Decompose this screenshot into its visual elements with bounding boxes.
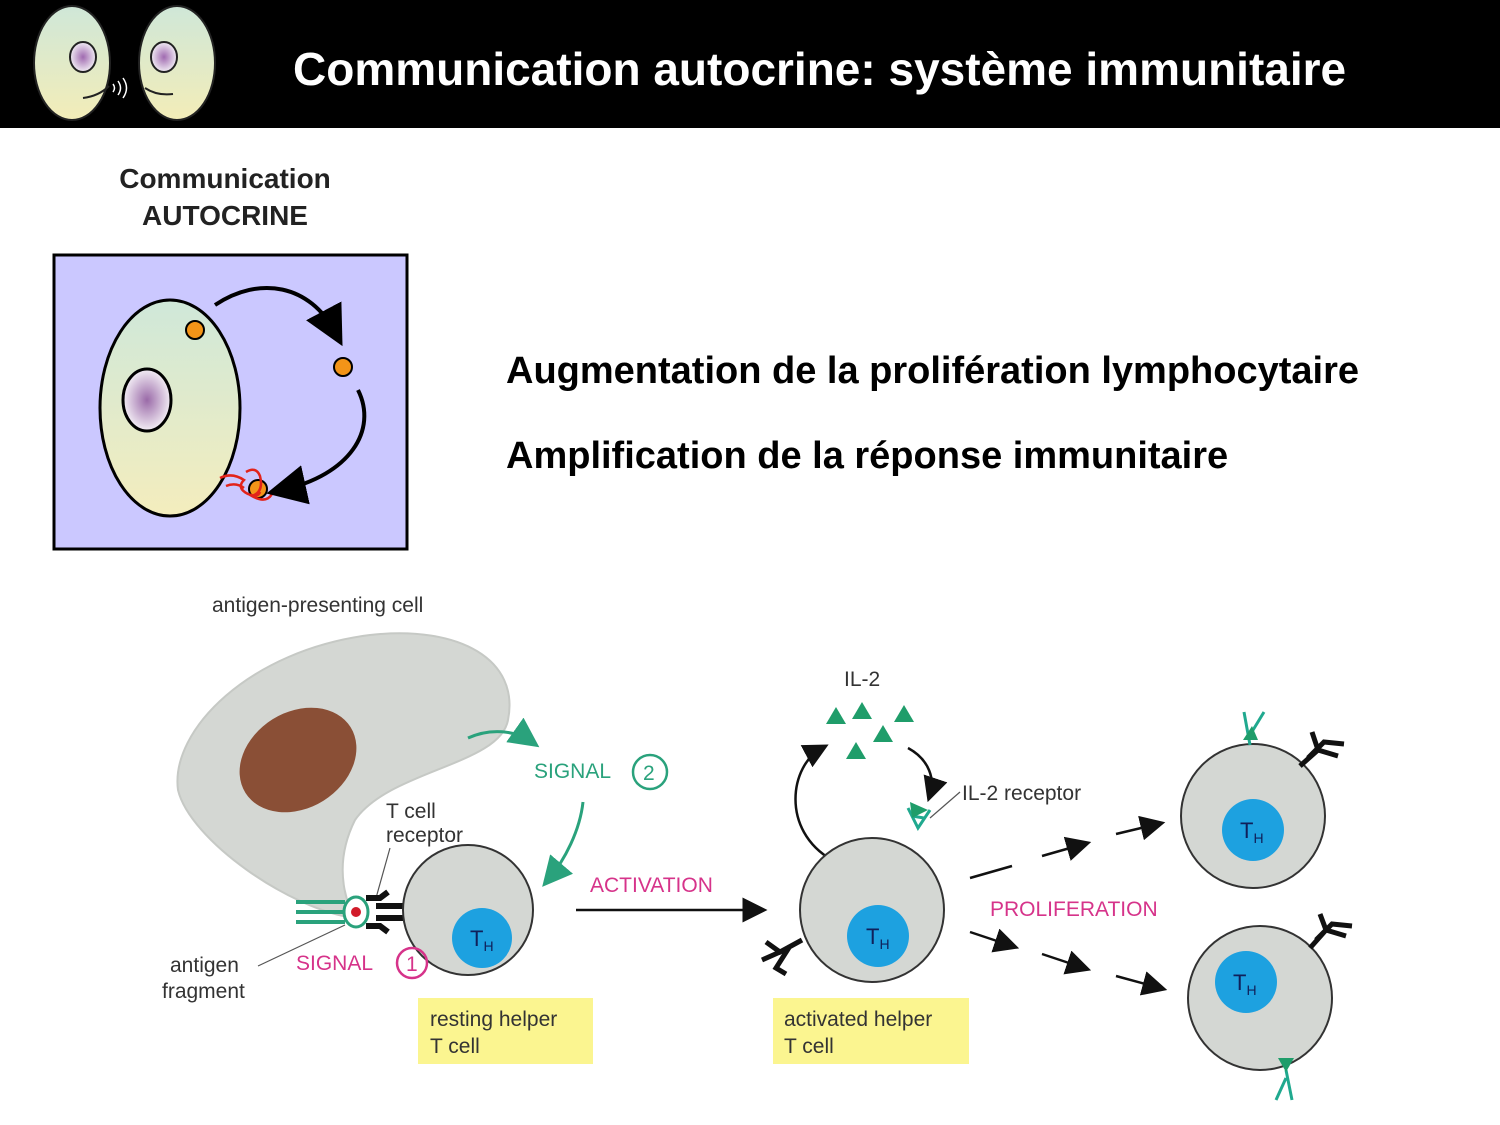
cell-nucleus [121, 367, 173, 433]
il2-receptor-pointer [929, 791, 961, 819]
daughter-top-il2-bound [1243, 726, 1258, 740]
talking-cells-logo [33, 5, 216, 121]
daughter-bottom-nucleus [1215, 951, 1277, 1013]
proliferation-arrow-up-2 [1041, 836, 1092, 861]
signal-2-number: 2 [643, 762, 655, 785]
daughter-bottom-il2-receptor [1274, 1069, 1294, 1101]
signal-1-number: 1 [406, 953, 418, 976]
bullet-amplification: Amplification de la réponse immunitaire [506, 435, 1229, 477]
ligand-secreted [185, 320, 205, 340]
activated-tcr [760, 937, 804, 977]
daughter-top-th-label: TH [1240, 818, 1264, 846]
activated-caption-line2: T cell [784, 1035, 834, 1058]
il2-molecule [873, 725, 893, 742]
signal-1-label: SIGNAL [296, 952, 373, 975]
il2-bound [910, 802, 928, 818]
autocrine-arrow-out [213, 285, 343, 347]
proliferation-arrow-down-1 [969, 928, 1020, 953]
bullet-proliferation: Augmentation de la prolifération lymphoc… [506, 350, 1360, 392]
daughter-top-il2-receptor [1242, 711, 1266, 746]
autocrine-heading-line1: Communication [119, 163, 331, 194]
daughter-bottom-tcr [1308, 913, 1353, 950]
resting-caption-line2: T cell [430, 1035, 480, 1058]
il2-molecule [852, 702, 872, 719]
header-bar: Communication autocrine: système immunit… [0, 0, 1500, 128]
il2-molecule [846, 742, 866, 759]
il2-binding-arrow [907, 746, 948, 803]
daughter-bottom-th-label: TH [1233, 970, 1257, 998]
proliferation-arrow-up-3 [1115, 815, 1166, 841]
receptor-squiggle [219, 468, 274, 501]
autocrine-heading-line2: AUTOCRINE [142, 200, 308, 231]
activation-label: ACTIVATION [590, 874, 713, 897]
activated-th-label: TH [866, 924, 890, 952]
autocrine-heading: Communication AUTOCRINE [60, 160, 390, 234]
il2-secretion-arrow [794, 744, 833, 862]
il2-label: IL-2 [844, 668, 880, 691]
il2-receptor-label: IL-2 receptor [962, 782, 1081, 805]
apc-label: antigen-presenting cell [212, 594, 423, 617]
autocrine-schematic [52, 253, 409, 551]
antigen-label-line2: fragment [162, 980, 245, 1003]
resting-th-label: TH [470, 926, 494, 954]
tcr-label-line1: T cell [386, 800, 436, 823]
signal-1-circle [395, 946, 429, 980]
proliferation-label: PROLIFERATION [990, 898, 1158, 921]
proliferation-arrow-up-1 [969, 864, 1013, 880]
signal-2-label: SIGNAL [534, 760, 611, 783]
tcr-pointer [375, 847, 391, 899]
daughter-top-nucleus [1222, 799, 1284, 861]
resting-caption-box [418, 998, 593, 1064]
tcr-label-line2: receptor [386, 824, 463, 847]
activated-t-cell-nucleus [847, 905, 909, 967]
signal-2-circle [631, 753, 669, 791]
signal-2-arrow-top [467, 717, 540, 748]
daughter-top-tcr [1298, 731, 1345, 768]
resting-caption-line1: resting helper [430, 1008, 557, 1031]
proliferation-arrow-down-3 [1115, 971, 1168, 996]
t-cell-activation-diagram: antigen-presenting cell T cell receptor … [162, 594, 1353, 1101]
apc-nucleus [239, 707, 357, 813]
activated-caption-box [773, 998, 969, 1064]
antigen-peptide [351, 907, 361, 917]
il2-molecule [894, 705, 914, 722]
proliferation-arrow-down-2 [1041, 950, 1092, 975]
mhc-molecule [296, 900, 345, 924]
t-cell-receptor [366, 889, 410, 935]
activated-caption-line1: activated helper [784, 1008, 932, 1031]
ligand-extracellular [333, 357, 353, 377]
page-title: Communication autocrine: système immunit… [293, 43, 1347, 95]
il2-molecule [826, 707, 846, 724]
resting-t-cell-nucleus [452, 908, 512, 968]
daughter-bottom-il2-bound [1278, 1058, 1294, 1072]
antigen-label-line1: antigen [170, 954, 239, 977]
antigen-pointer [257, 924, 346, 967]
signal-2-arrow-down [542, 801, 585, 887]
autocrine-arrow-back [266, 389, 367, 505]
